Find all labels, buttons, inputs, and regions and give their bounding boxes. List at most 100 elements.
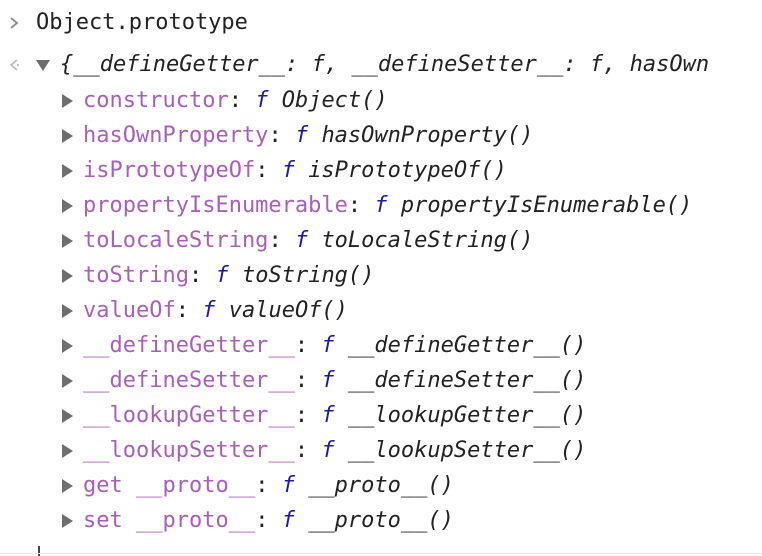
function-name: __defineGetter__() [347, 333, 587, 358]
expand-triangle-icon[interactable] [62, 234, 73, 248]
space [335, 368, 348, 393]
property-row[interactable]: __defineSetter__: f __defineSetter__() [0, 364, 762, 398]
property-separator: : [294, 403, 322, 428]
expand-triangle-icon[interactable] [62, 129, 73, 143]
property-row[interactable]: constructor: f Object() [0, 84, 762, 118]
property-entry[interactable]: toString: f toString() [62, 259, 374, 293]
property-key: toLocaleString [83, 228, 269, 253]
property-key: hasOwnProperty [83, 123, 269, 148]
property-key: get __proto__ [83, 473, 256, 498]
property-separator: : [255, 473, 282, 498]
property-separator: : [294, 368, 322, 393]
property-entry[interactable]: __defineGetter__: f __defineGetter__() [62, 329, 586, 363]
function-name: __proto__() [308, 473, 454, 498]
property-key: __lookupGetter__ [83, 403, 295, 428]
property-separator: : [294, 333, 322, 358]
function-name: __lookupGetter__() [347, 403, 587, 428]
property-row[interactable]: get __proto__: f __proto__() [0, 469, 762, 503]
object-summary[interactable]: {__defineGetter__: f, __defineSetter__: … [36, 48, 709, 82]
property-entry[interactable]: valueOf: f valueOf() [62, 294, 348, 328]
property-entry[interactable]: get __proto__: f __proto__() [62, 469, 454, 503]
function-keyword: f [215, 263, 229, 288]
property-key: __defineSetter__ [83, 368, 295, 393]
property-entry[interactable]: __lookupGetter__: f __lookupGetter__() [62, 399, 586, 433]
function-name: isPrototypeOf() [308, 158, 507, 183]
function-keyword: f [281, 158, 295, 183]
space [268, 88, 281, 113]
property-key: __defineGetter__ [83, 333, 295, 358]
function-name: __proto__() [308, 508, 454, 533]
property-entry[interactable]: set __proto__: f __proto__() [62, 504, 454, 538]
function-keyword: f [321, 403, 335, 428]
property-key: constructor [83, 88, 229, 113]
property-row[interactable]: isPrototypeOf: f isPrototypeOf() [0, 154, 762, 188]
property-row[interactable]: __lookupGetter__: f __lookupGetter__() [0, 399, 762, 433]
summary-comma: , [603, 52, 630, 77]
property-separator: : [255, 158, 282, 183]
function-name: Object() [281, 88, 388, 113]
space [308, 228, 321, 253]
summary-separator: : [285, 52, 312, 77]
summary-comma: , [324, 52, 352, 77]
expand-triangle-icon[interactable] [62, 514, 73, 528]
expand-triangle-icon[interactable] [62, 199, 73, 213]
chevron-right-icon [0, 6, 28, 40]
property-entry[interactable]: constructor: f Object() [62, 84, 388, 118]
function-keyword: f [321, 333, 335, 358]
expand-triangle-icon[interactable] [62, 374, 73, 388]
property-separator: : [347, 193, 375, 218]
property-separator: : [268, 228, 295, 253]
property-row[interactable]: toLocaleString: f toLocaleString() [0, 224, 762, 258]
function-keyword: f [255, 88, 269, 113]
space [335, 403, 348, 428]
function-name: valueOf() [228, 298, 348, 323]
property-entry[interactable]: hasOwnProperty: f hasOwnProperty() [62, 119, 533, 153]
property-row[interactable]: propertyIsEnumerable: f propertyIsEnumer… [0, 189, 762, 223]
expand-triangle-icon[interactable] [62, 94, 73, 108]
space [215, 298, 228, 323]
property-row[interactable]: hasOwnProperty: f hasOwnProperty() [0, 119, 762, 153]
expand-triangle-icon[interactable] [36, 59, 50, 71]
property-entry[interactable]: propertyIsEnumerable: f propertyIsEnumer… [62, 189, 692, 223]
console-input-text: Object.prototype [36, 10, 248, 35]
property-separator: : [175, 298, 203, 323]
summary-key: __defineGetter__ [73, 52, 286, 77]
function-keyword: f [281, 473, 295, 498]
expand-triangle-icon[interactable] [62, 444, 73, 458]
expand-triangle-icon[interactable] [62, 479, 73, 493]
property-key: __lookupSetter__ [83, 438, 295, 463]
console-result-line[interactable]: {__defineGetter__: f, __defineSetter__: … [0, 48, 762, 82]
property-row[interactable]: __lookupSetter__: f __lookupSetter__() [0, 434, 762, 468]
summary-key: __defineSetter__ [351, 52, 564, 77]
expand-triangle-icon[interactable] [62, 409, 73, 423]
space [388, 193, 401, 218]
expand-triangle-icon[interactable] [62, 339, 73, 353]
function-name: toString() [241, 263, 375, 288]
property-entry[interactable]: toLocaleString: f toLocaleString() [62, 224, 533, 258]
property-row[interactable]: __defineGetter__: f __defineGetter__() [0, 329, 762, 363]
property-row[interactable]: toString: f toString() [0, 259, 762, 293]
property-row[interactable]: valueOf: f valueOf() [0, 294, 762, 328]
chevron-left-icon [0, 48, 28, 82]
expand-triangle-icon[interactable] [62, 164, 73, 178]
space [229, 263, 242, 288]
expand-triangle-icon[interactable] [62, 269, 73, 283]
property-key: valueOf [83, 298, 176, 323]
property-entry[interactable]: __defineSetter__: f __defineSetter__() [62, 364, 586, 398]
function-name: __lookupSetter__() [347, 438, 587, 463]
property-entry[interactable]: isPrototypeOf: f isPrototypeOf() [62, 154, 507, 188]
function-keyword: f [294, 123, 309, 148]
property-row[interactable]: set __proto__: f __proto__() [0, 504, 762, 538]
summary-function-keyword: f [589, 52, 604, 77]
property-separator: : [294, 438, 322, 463]
function-name: propertyIsEnumerable() [400, 193, 693, 218]
expand-triangle-icon[interactable] [62, 304, 73, 318]
property-separator: : [268, 123, 295, 148]
property-separator: : [188, 263, 216, 288]
property-separator: : [228, 88, 256, 113]
function-keyword: f [294, 228, 309, 253]
property-entry[interactable]: __lookupSetter__: f __lookupSetter__() [62, 434, 586, 468]
property-key: propertyIsEnumerable [83, 193, 348, 218]
summary-function-keyword: f [311, 52, 325, 77]
